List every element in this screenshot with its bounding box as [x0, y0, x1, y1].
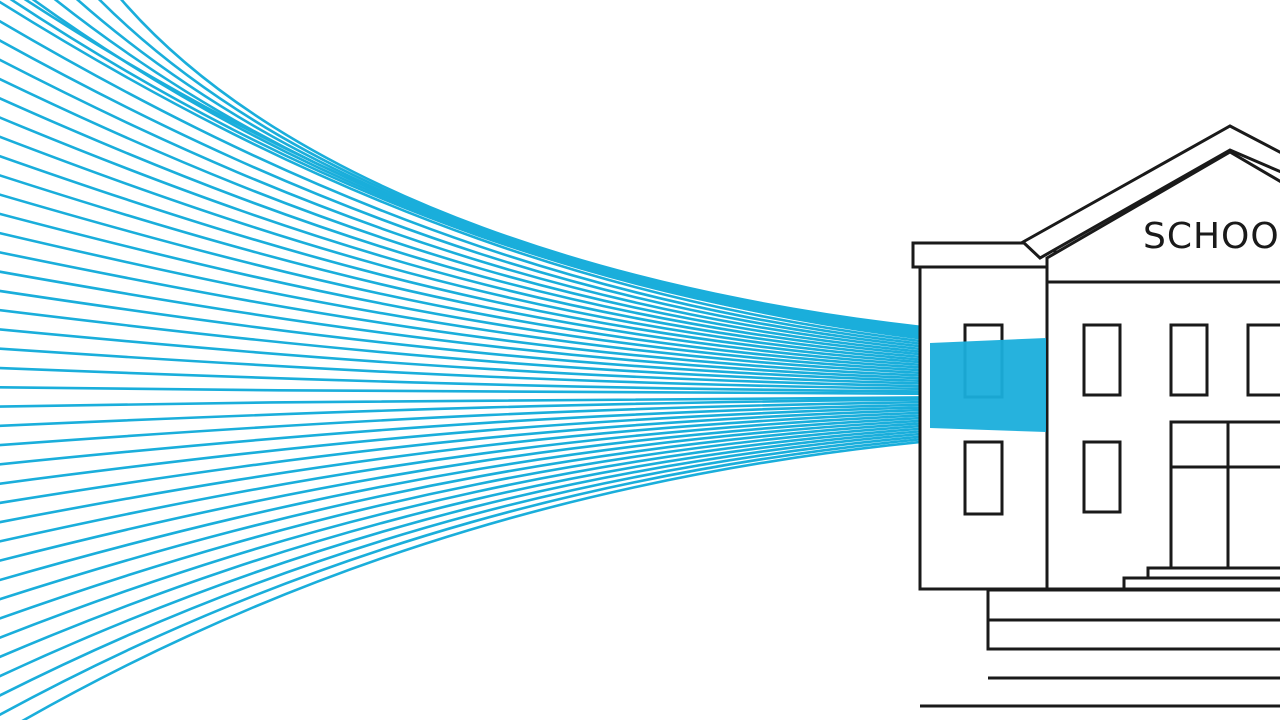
school-building: SCHOOL	[911, 124, 1280, 708]
stream-line	[0, 416, 1048, 601]
stream-line	[31, 0, 1048, 348]
stream-line	[0, 397, 1048, 428]
door-frame	[1169, 420, 1280, 572]
stream-line	[97, 0, 1048, 342]
stream-line	[0, 418, 1048, 620]
converging-lines	[0, 0, 1048, 720]
stream-line	[0, 411, 1048, 562]
stream-line	[0, 19, 1048, 356]
stream-line	[0, 399, 1048, 447]
stream-line	[0, 96, 1048, 365]
base-step-bottom	[986, 618, 1280, 651]
window-main-1	[1082, 323, 1122, 397]
stream-line	[0, 251, 1048, 382]
pediment-outer	[1020, 124, 1280, 260]
stream-line	[0, 428, 1048, 717]
window-main-3	[1246, 323, 1280, 397]
stream-entry	[930, 338, 1046, 432]
stream-line	[0, 154, 1048, 371]
stream-line	[0, 135, 1048, 369]
stream-line	[0, 39, 1048, 359]
stream-line	[0, 0, 1048, 354]
stream-line	[0, 308, 1048, 388]
stream-line	[23, 0, 1048, 352]
stream-line	[0, 366, 1048, 394]
pediment-inner	[1045, 150, 1280, 284]
stream-line	[0, 405, 1048, 505]
stream-line	[0, 116, 1048, 367]
window-left-lower	[963, 440, 1004, 516]
stream-line	[0, 401, 1048, 466]
stream-line	[0, 174, 1048, 373]
stream-line	[120, 0, 1048, 340]
stream-inflow	[930, 338, 1046, 432]
stream-line	[0, 422, 1048, 659]
school-sign: SCHOOL	[1143, 216, 1280, 257]
stream-line	[0, 77, 1048, 363]
window-main-4	[1082, 440, 1122, 514]
stream-line	[0, 424, 1048, 678]
base-step-top	[986, 588, 1280, 622]
stream-line	[0, 414, 1048, 582]
stream-line	[0, 403, 1048, 485]
stream-line	[0, 395, 1048, 408]
stream-line	[0, 193, 1048, 375]
stream-line	[21, 430, 1048, 720]
stream-line	[0, 212, 1048, 377]
window-main-2	[1169, 323, 1209, 397]
stream-line	[0, 289, 1048, 386]
stream-line	[0, 347, 1048, 392]
stream-line	[0, 407, 1048, 524]
entry-step-2	[1122, 576, 1280, 591]
stream-line	[0, 409, 1048, 543]
stream-line	[0, 426, 1048, 697]
stream-line	[0, 328, 1048, 390]
stream-line	[0, 231, 1048, 379]
stream-line	[0, 58, 1048, 361]
stream-line	[0, 270, 1048, 384]
stream-line	[0, 420, 1048, 640]
stream-line	[75, 0, 1048, 344]
stream-line	[0, 386, 1048, 396]
